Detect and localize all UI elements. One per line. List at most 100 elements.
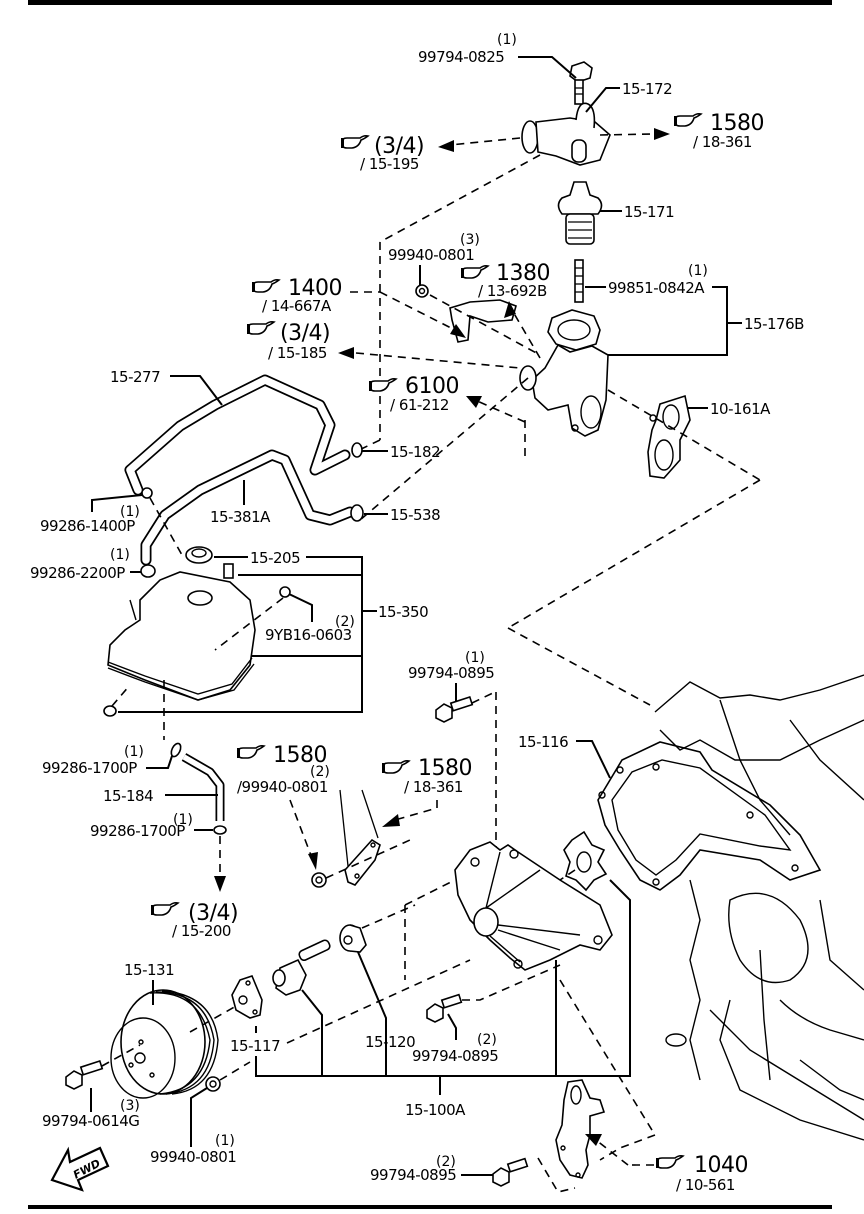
clamp-15-182[interactable]: [351, 442, 363, 458]
clamp-99286-2200P[interactable]: [140, 564, 156, 578]
label-99940-0801-3[interactable]: 99940-0801: [388, 246, 475, 264]
bolt-99794-0895-c[interactable]: [492, 1157, 529, 1187]
bracket-plate[interactable]: [344, 838, 381, 886]
label-15-184[interactable]: 15-184: [103, 787, 154, 805]
clamp-99286-1400P[interactable]: [141, 487, 153, 499]
fwd-arrow-icon: FWD: [50, 1146, 110, 1192]
qty-99794-0895-a: (1): [465, 650, 485, 666]
nut-99940-0801[interactable]: [415, 284, 429, 298]
reference-1580-nut[interactable]: 1580 (2) /99940-0801: [236, 743, 330, 796]
svg-text:1580: 1580: [710, 111, 764, 136]
coolant-reservoir-15-350[interactable]: [107, 563, 256, 701]
reference-15-200[interactable]: (3/4) / 15-200: [150, 901, 239, 940]
hand-pointer-icon: [381, 759, 410, 774]
hose-15-277[interactable]: [124, 374, 351, 496]
qty-9YB16-0603: (2): [335, 614, 355, 630]
hand-pointer-icon: [368, 377, 397, 392]
thermostat-15-171[interactable]: [557, 181, 603, 245]
label-99851-0842A[interactable]: 99851-0842A: [608, 279, 706, 297]
stud-99851-0842A[interactable]: [574, 259, 584, 303]
thermostat-housing-15-176B[interactable]: [519, 309, 609, 437]
label-99794-0825[interactable]: 99794-0825: [418, 48, 505, 66]
label-99794-0895-b[interactable]: 99794-0895: [412, 1047, 499, 1065]
qty-99794-0895-c: (2): [436, 1154, 456, 1170]
label-99286-1400P[interactable]: 99286-1400P: [40, 517, 136, 535]
label-99286-1700P-a[interactable]: 99286-1700P: [42, 759, 138, 777]
pulley-15-131[interactable]: [110, 989, 219, 1099]
nut-99940-0801-bracket[interactable]: [311, 872, 327, 888]
bracket-15-117[interactable]: [231, 975, 263, 1019]
reference-13-692B[interactable]: 1380 / 13-692B: [460, 261, 551, 300]
label-15-171[interactable]: 15-171: [624, 203, 675, 221]
svg-text:(3/4): (3/4): [280, 321, 330, 346]
svg-text:1400: 1400: [288, 276, 342, 301]
reference-15-185[interactable]: (3/4) / 15-185: [246, 320, 331, 362]
label-9YB16-0603[interactable]: 9YB16-0603: [265, 626, 352, 644]
impeller[interactable]: [563, 830, 608, 892]
label-15-176B[interactable]: 15-176B: [744, 315, 805, 333]
label-15-182[interactable]: 15-182: [390, 443, 441, 461]
reference-18-361-mid[interactable]: 1580 / 18-361: [381, 756, 473, 796]
label-15-277[interactable]: 15-277: [110, 368, 161, 386]
label-99794-0895-c[interactable]: 99794-0895: [370, 1166, 457, 1184]
svg-text:(3/4): (3/4): [188, 901, 238, 926]
qty-99794-0614G: (3): [120, 1098, 140, 1114]
hand-pointer-icon: [673, 112, 702, 127]
label-99794-0614G[interactable]: 99794-0614G: [42, 1112, 140, 1130]
nut-99940-0801-pulley[interactable]: [205, 1076, 221, 1092]
lower-bracket[interactable]: [555, 1079, 606, 1179]
label-99940-0801-pulley[interactable]: 99940-0801: [150, 1148, 237, 1166]
svg-text:(3/4): (3/4): [374, 134, 424, 159]
label-15-131[interactable]: 15-131: [124, 961, 175, 979]
svg-text:/ 18-361: / 18-361: [404, 778, 463, 796]
reservoir-nut[interactable]: [279, 586, 291, 598]
label-10-161A[interactable]: 10-161A: [710, 400, 772, 418]
svg-text:6100: 6100: [405, 374, 459, 399]
svg-text:/ 15-200: / 15-200: [172, 922, 231, 940]
label-15-381A[interactable]: 15-381A: [210, 508, 272, 526]
reference-18-361-top[interactable]: 1580 / 18-361: [673, 111, 765, 151]
qty-99940-0801-3: (3): [460, 232, 480, 248]
label-15-205[interactable]: 15-205: [250, 549, 301, 567]
svg-text:1580: 1580: [418, 756, 472, 781]
reservoir-cap-15-205[interactable]: [185, 546, 213, 564]
label-15-116[interactable]: 15-116: [518, 733, 569, 751]
reference-61-212[interactable]: 6100 / 61-212: [368, 374, 460, 414]
label-15-100A[interactable]: 15-100A: [405, 1101, 467, 1119]
hose-15-184[interactable]: [181, 753, 225, 821]
gasket-10-161A[interactable]: [647, 394, 691, 479]
qty-99286-2200P: (1): [110, 547, 130, 563]
qty-99940-0801-pulley: (1): [215, 1133, 235, 1149]
qty-99851-0842A: (1): [688, 263, 708, 279]
label-15-120[interactable]: 15-120: [365, 1033, 416, 1051]
label-99286-1700P-b[interactable]: 99286-1700P: [90, 822, 186, 840]
bolt-99794-0825[interactable]: [569, 61, 593, 105]
thermostat-cover-15-172[interactable]: [521, 102, 611, 166]
bolt-99794-0614G[interactable]: [65, 1060, 104, 1090]
clamp-99286-1700P-a[interactable]: [169, 742, 182, 758]
tensioner-15-120[interactable]: [339, 924, 367, 953]
reference-15-195[interactable]: (3/4) / 15-195: [340, 134, 425, 173]
label-99794-0895-a[interactable]: 99794-0895: [408, 664, 495, 682]
label-15-538[interactable]: 15-538: [390, 506, 441, 524]
idler-pin[interactable]: [272, 939, 331, 996]
bottom-rule: [28, 1205, 832, 1209]
reservoir-grommet[interactable]: [103, 705, 117, 717]
reference-10-561[interactable]: 1040 / 10-561: [655, 1153, 749, 1194]
hose-15-381A[interactable]: [140, 449, 356, 566]
clamp-15-538[interactable]: [350, 504, 364, 522]
water-pump-body[interactable]: [454, 841, 613, 971]
hand-pointer-icon: [150, 901, 179, 916]
reference-14-667A[interactable]: 1400 / 14-667A: [251, 276, 343, 315]
water-pump-gasket-15-116[interactable]: [597, 741, 822, 891]
label-15-117[interactable]: 15-117: [230, 1037, 281, 1055]
svg-text:1580: 1580: [273, 743, 327, 768]
clamp-99286-1700P-b[interactable]: [213, 825, 227, 835]
bolt-99794-0895-a[interactable]: [435, 696, 474, 723]
label-15-172[interactable]: 15-172: [622, 80, 673, 98]
label-99286-2200P[interactable]: 99286-2200P: [30, 564, 126, 582]
bolt-99794-0895-b[interactable]: [426, 993, 463, 1023]
qty-99286-1700P-b: (1): [173, 812, 193, 828]
label-15-350[interactable]: 15-350: [378, 603, 429, 621]
